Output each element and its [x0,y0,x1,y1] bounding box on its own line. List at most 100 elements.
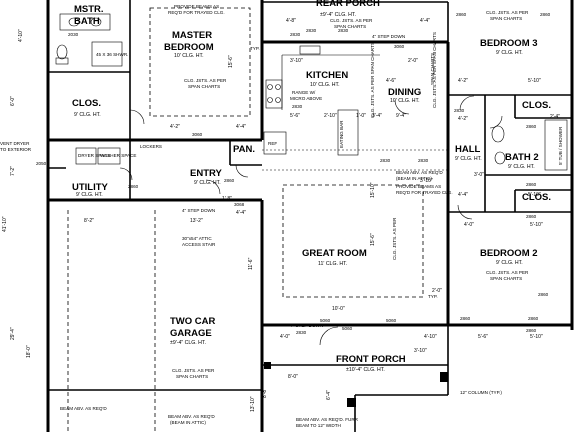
dining-ceiling: 10' CLG. HT. [390,98,420,104]
dim-13-2: 13'-2" [190,218,203,224]
note-typ-1: TYP. [250,46,260,51]
tag-2830d: 2830 [380,158,391,163]
mstr-bath-label-2: BATH [74,16,100,27]
tag-2830b: 2830 [338,28,349,33]
tag-2860c: 2860 [526,124,537,129]
clos-bed3-label: CLOS. [522,100,551,111]
dim-4-0: 4'-0" [280,334,290,340]
dim-1-0: 1'-0" [356,113,366,119]
dim-4-2: 4'-2" [458,78,468,84]
tag-2830g: 2830 [454,108,465,113]
great-room-ceiling: 11' CLG. HT. [318,261,347,267]
note-joists-rear-2: SPAN CHARTS [334,24,366,29]
note-vent-dryer-2: TO EXTERIOR [0,147,32,152]
dim-5-10b: 5'-10" [528,192,541,198]
door-window-tags: 2830 2830 3060 2860 2860 2860 2860 2860 … [36,12,551,335]
note-range-2: MICRO ABOVE [290,96,322,101]
tag-3060b: 3060 [192,132,203,137]
note-joists-kitchen: CLG. JSTS. AS PER SPAN CHARTS [370,42,375,118]
room-labels: MSTR. BATH MASTER BEDROOM 10' CLG. HT. R… [72,0,551,373]
note-joists-bed2-2: SPAN CHARTS [490,276,522,281]
note-beam-attic-2: (BEAM IN ATTIC) [396,176,432,181]
note-joists-dining: CLG. JSTS. AS PER SPAN CHARTS [432,32,437,108]
dim-41-10: 41'-10" [2,216,8,232]
tag-2830f: 2830 [292,104,303,109]
dim-4-2c: 4'-2" [458,116,468,122]
dim-15-10: 15'-10" [370,182,376,198]
tag-2050: 2050 [36,161,47,166]
great-room-label: GREAT ROOM [302,248,367,259]
dim-8-8: 8'-8" [262,388,268,398]
kitchen-label: KITCHEN [306,70,348,81]
note-joists-bed3-side: SPAN CHARTS [430,53,435,85]
master-bedroom-label-1: MASTER [172,30,212,41]
front-porch-ceiling: ±10'-4" CLG. HT. [346,367,385,373]
tag-2860f: 2860 [528,316,539,321]
rear-porch-label: REAR PORCH [316,0,380,9]
note-beams-trayed-gr-2: REQ'D FOR TRAYED CLG. [396,190,453,195]
note-beam-garage-3: (BEAM IN ATTIC) [170,420,206,425]
note-beams-trayed-2: REQ'D FOR TRAYED CLG. [168,10,225,15]
utility-label: UTILITY [72,182,109,193]
garage-label-2: GARAGE [170,328,212,339]
note-step-down-entry: 4" STEP DOWN [182,208,215,213]
tray-ceiling-outlines [67,7,448,432]
dim-4-6: 4'-6" [386,78,396,84]
dim-7-2: 7'-2" [10,166,16,176]
dim-4-4d: 4'-4" [458,192,468,198]
note-washer: WASHER SPACE [100,153,137,158]
tag-2830a: 2830 [306,28,317,33]
tag-5060c: 5060 [342,326,353,331]
note-beam-furr-2: BEAM TO 12" WIDTH [296,423,341,428]
dim-5-6b: 5'-6" [478,334,488,340]
note-shower: 45 X 36 SHWR. [96,52,128,57]
dim-8-2: 8'-2" [84,218,94,224]
front-porch-label: FRONT PORCH [336,354,406,365]
dim-3-10b: 3'-10" [420,178,433,184]
dim-3-10c: 3'-10" [414,348,427,354]
dim-5-10a: 5'-10" [528,78,541,84]
note-joists-rear-1: CLG. JSTS. AS PER [330,18,373,23]
dim-6-4: 6'-4" [326,390,332,400]
tag-2860b: 2860 [540,12,551,17]
note-column: 12" COLUMN (TYP.) [460,390,502,395]
dim-4-10: 4'-10" [18,29,24,42]
bedroom2-ceiling: 9' CLG. HT. [496,260,523,266]
dim-5-10c: 5'-10" [530,334,543,340]
tag-5060b: 5060 [386,318,397,323]
dim-4-4c: 4'-4" [236,124,246,130]
note-step-down-rear: 4" STEP DOWN [372,34,405,39]
note-range-1: RANGE W/ [292,90,316,95]
dim-10-0: 10'-0" [332,306,345,312]
bedroom3-label: BEDROOM 3 [480,38,538,49]
note-step-down-porch: 4" STEP DOWN [290,323,323,328]
dim-4-0b: 4'-0" [464,222,474,228]
note-beam-furr-1: BEAM ABV. AS REQ'D. FURR [296,417,359,422]
mstr-bath-label-1: MSTR. [74,4,104,15]
dim-3-0: 3'-0" [474,172,484,178]
dim-8-0: 8'-0" [288,374,298,380]
tag-2860e: 2860 [460,316,471,321]
tag-2830c: 2830 [290,32,301,37]
pan-label: PAN. [233,144,255,155]
dim-29-4: 29'-4" [10,327,16,340]
dim-15-6b: 15'-6" [370,233,376,246]
note-lockers: LOCKERS [140,144,162,149]
dim-4-8: 4'-8" [286,18,296,24]
tag-2860i: 2860 [224,178,235,183]
dim-3-10: 3'-10" [290,58,303,64]
dim-11-6: 11'-6" [248,257,254,270]
note-dryer: DRYER SPACE [78,153,111,158]
bath2-label: BATH 2 [505,152,539,163]
note-joists-bed3-1: CLG. JSTS. AS PER [486,10,529,15]
clos-master-label: CLOS. [72,98,101,109]
entry-label: ENTRY [190,168,223,179]
dim-15-6: 15'-6" [228,55,234,68]
note-joists-garage-2: SPAN CHARTS [176,374,208,379]
tag-5060a: 5060 [320,318,331,323]
kitchen-ceiling: 10' CLG. HT. [310,82,340,88]
dim-4-4a: 4'-4" [420,18,430,24]
note-beam-attic-1: BEAM ABV. AS REQ'D [396,170,443,175]
garage-ceiling: ±9'-4" CLG. HT. [170,340,206,346]
tag-2030: 2030 [68,32,79,37]
